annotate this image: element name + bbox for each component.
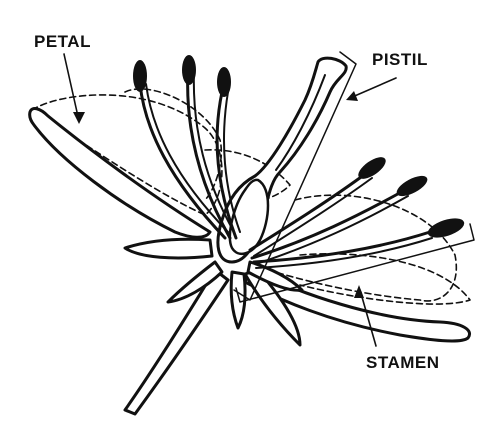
sepal-bottom (231, 272, 245, 328)
petal-arrowhead (73, 112, 85, 124)
petal-leader-line (64, 54, 79, 121)
sepal-left (125, 239, 212, 258)
pistil-leader-line (350, 78, 396, 98)
anther-2 (182, 55, 196, 85)
anther-3 (217, 67, 231, 97)
dashed-petal-left-upper (125, 89, 221, 200)
label-petal: PETAL (34, 32, 91, 52)
anther-1 (133, 60, 147, 92)
petal-left (30, 109, 210, 238)
anther-5 (394, 172, 431, 200)
label-pistil: PISTIL (372, 50, 428, 70)
stem (125, 270, 228, 414)
label-stamen: STAMEN (366, 353, 440, 373)
